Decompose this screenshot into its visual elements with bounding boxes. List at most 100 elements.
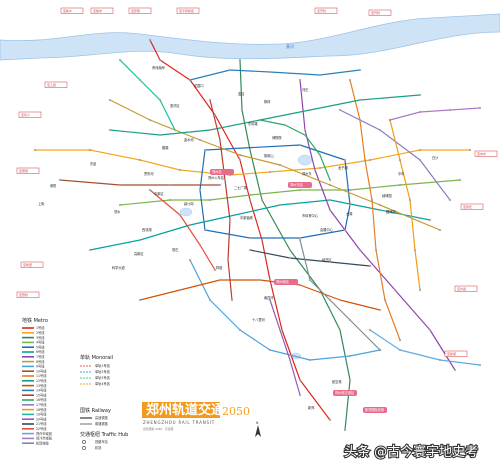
station-dot <box>283 123 287 127</box>
station-label: 蝶湖 <box>162 145 168 150</box>
compass: N <box>255 421 261 437</box>
station-dot <box>268 278 272 282</box>
station-dot <box>218 138 222 142</box>
station-dot <box>158 133 162 137</box>
station-dot <box>168 198 172 202</box>
station-dot <box>218 278 222 282</box>
station-dot <box>418 93 422 97</box>
station-dot <box>343 428 347 432</box>
station-dot <box>468 148 472 152</box>
station-dot <box>188 223 192 227</box>
station-dot <box>370 198 374 202</box>
station-dot <box>208 98 212 102</box>
legend-hub-item: 机场 <box>95 445 101 450</box>
station-dot <box>413 248 417 252</box>
metro-line <box>119 59 176 131</box>
legend-metro-item: 21号线 <box>36 421 47 426</box>
station-label: 常庄 <box>172 247 179 252</box>
legend-metro-item: 2号线 <box>36 330 45 335</box>
station-label: 白沙 <box>432 155 439 160</box>
station-dot <box>268 70 272 74</box>
station-dot <box>278 328 282 332</box>
station-dot <box>298 78 302 82</box>
station-dot <box>453 368 457 372</box>
legend-metro-item: 13号线 <box>36 383 47 388</box>
station-dot <box>378 128 382 132</box>
station-dot <box>240 108 244 112</box>
station-dot <box>348 318 352 322</box>
station-dot <box>478 106 482 110</box>
station-dot <box>118 203 122 207</box>
edge-tag-box <box>460 203 484 210</box>
station-dot <box>378 203 382 207</box>
station-dot <box>368 328 372 332</box>
legend-metro-item: 8号线 <box>36 359 45 364</box>
edge-tag-label: 至荥阳 <box>19 168 28 173</box>
station-label: 祥营 <box>216 265 222 270</box>
edge-tag-label: 至新郑 <box>447 351 456 356</box>
station-dot <box>260 198 264 202</box>
legend-metro-item: 10号线 <box>36 368 47 373</box>
station-dot <box>138 298 142 302</box>
station-dot <box>158 58 162 62</box>
station-dot <box>226 258 230 262</box>
station-dot <box>328 178 332 182</box>
station-dot <box>398 183 402 187</box>
metro-line <box>35 149 470 176</box>
station-dot <box>178 213 182 217</box>
edge-tag-box <box>20 261 44 268</box>
station-label: 紫荆山 <box>264 153 274 158</box>
watermark: 头条 @古今寰宇地史考 <box>344 444 478 460</box>
legend-metro-item: 14号线 <box>36 388 47 393</box>
edge-tag-label: 至原阳 <box>131 8 140 13</box>
station-label: 荥阳 <box>50 183 56 188</box>
station-label: 中原福塔 <box>240 215 254 220</box>
station-dot <box>88 248 92 252</box>
station-dot <box>393 288 397 292</box>
metro-line <box>299 239 381 351</box>
station-dot <box>308 278 312 282</box>
station-label: 东赵 <box>90 161 97 166</box>
station-dot <box>303 133 307 137</box>
edge-tag-label: 至尉氏 <box>463 204 472 209</box>
station-dot <box>288 248 292 252</box>
hub-label: 郑州东站 <box>290 182 304 187</box>
legend-metro-list: 1号线2号线3号线4号线5号线6号线7号线8号线9号线10号线11号线12号线1… <box>22 325 53 445</box>
compass-label: N <box>256 421 259 425</box>
legend-metro-item: 机场快线 <box>36 440 50 445</box>
legend-metro-item: 9号线 <box>36 364 45 369</box>
legend-railway-item: 普通铁路 <box>95 421 109 426</box>
legend-railway-item: 高速铁路 <box>95 415 109 420</box>
legend-monorail-item: 单轨4号线 <box>95 381 111 386</box>
station-label: 金水河 <box>184 137 194 142</box>
station-dot <box>438 358 442 362</box>
station-label: 博物院 <box>272 135 282 140</box>
station-dot <box>33 148 37 152</box>
station-label: 郑州火车站 <box>208 175 225 180</box>
edge-tag-label: 至新乡 <box>63 8 72 13</box>
station-label: 刘庄 <box>302 87 309 92</box>
station-dot <box>213 268 217 272</box>
metro-line <box>89 199 431 251</box>
legend-metro-item: 5号线 <box>36 344 45 349</box>
legend-swatch <box>82 440 86 444</box>
station-dot <box>298 393 302 397</box>
edge-tag-label: 至焦作 <box>93 8 102 13</box>
station-dot <box>348 188 352 192</box>
station-dot <box>228 173 232 177</box>
station-dot <box>108 128 112 132</box>
station-dot <box>298 238 302 242</box>
legend-metro-item: 6号线 <box>36 349 45 354</box>
legend-panel: 地铁 Metro 1号线2号线3号线4号线5号线6号线7号线8号线9号线10号线… <box>22 317 128 450</box>
station-dots <box>33 38 482 432</box>
station-dot <box>178 288 182 292</box>
legend-metro-item: 12号线 <box>36 378 47 383</box>
station-dot <box>448 108 452 112</box>
station-dot <box>308 108 312 112</box>
edge-tag-label: 至登封 <box>19 292 28 297</box>
station-dot <box>233 213 237 217</box>
station-dot <box>348 78 352 82</box>
station-dot <box>378 348 382 352</box>
station-dot <box>208 128 212 132</box>
